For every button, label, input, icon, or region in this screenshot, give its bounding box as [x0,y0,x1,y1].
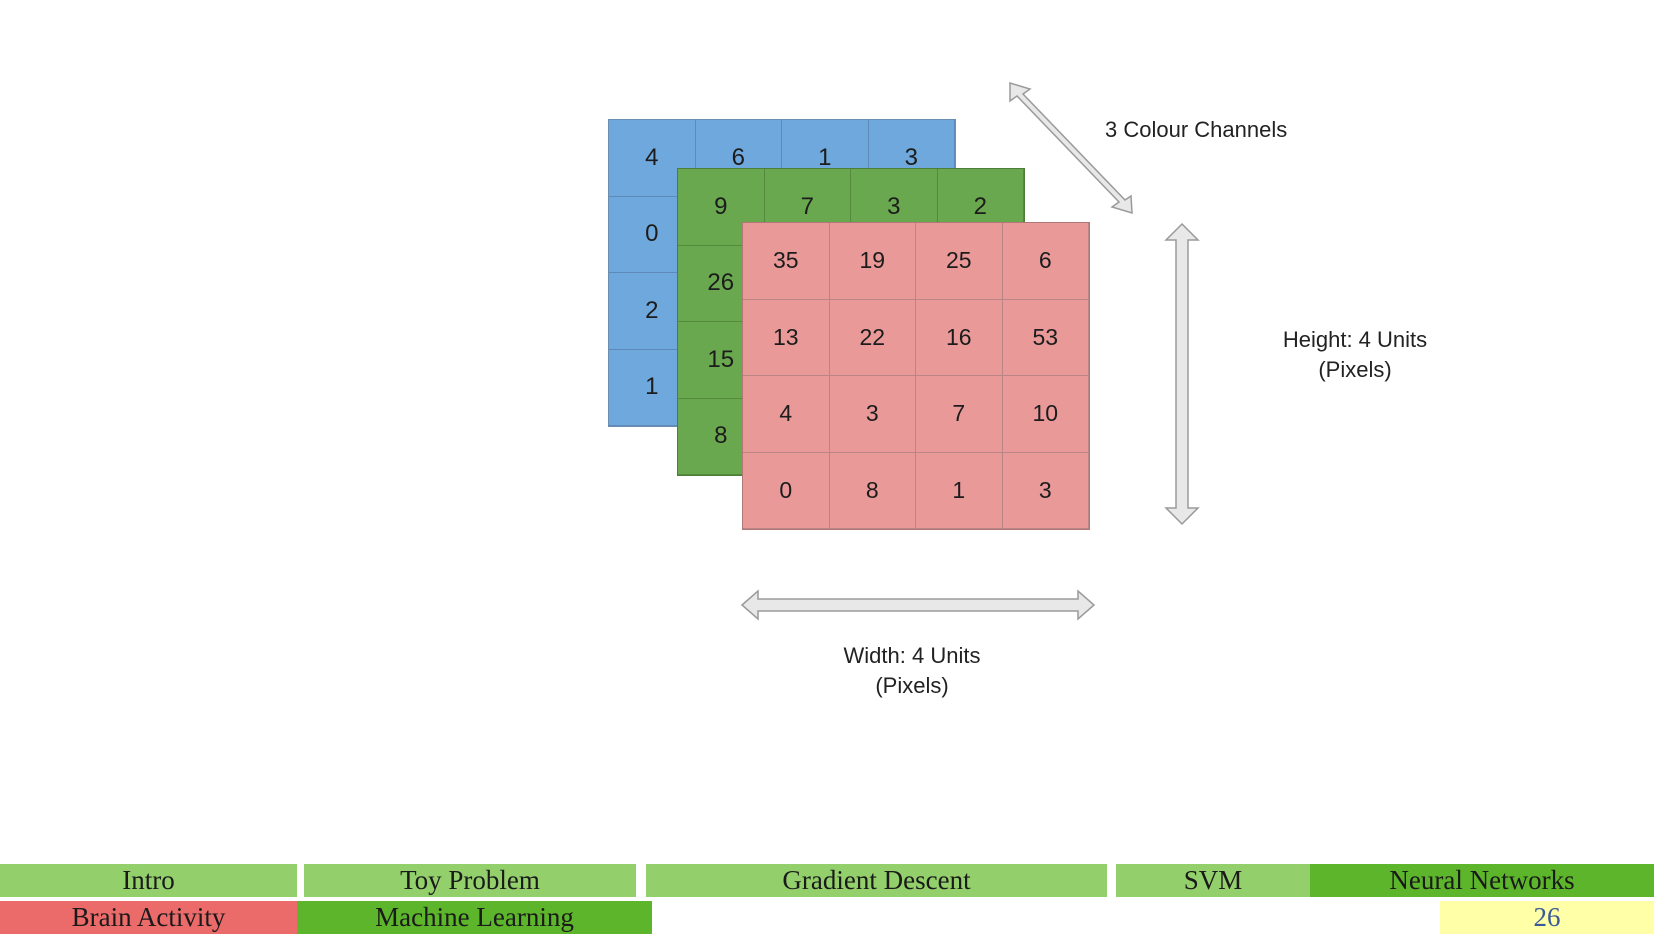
grid-cell: 1 [916,452,1003,529]
grid-cell: 13 [743,299,830,376]
grid-cell: 4 [743,376,830,453]
grid-cell: 22 [829,299,916,376]
nav-parts-row: Brain Activity Machine Learning 26 [0,901,1654,934]
image-tensor-diagram: 4 6 1 3 0 2 1 9 7 3 2 26 15 8 35 [608,81,1470,701]
width-label-line: Width: 4 Units [843,643,981,668]
width-label-line: (Pixels) [875,673,949,698]
nav-item-gradient-descent[interactable]: Gradient Descent [646,864,1107,897]
grid-cell: 9 [678,169,765,246]
nav-item-neural-networks[interactable]: Neural Networks [1310,864,1654,897]
grid-cell: 16 [916,299,1003,376]
grid-cell: 8 [829,452,916,529]
nav-item-svm[interactable]: SVM [1116,864,1310,897]
height-arrow-icon [1164,222,1200,526]
grid-cell: 53 [1002,299,1089,376]
grid-cell: 35 [743,223,830,300]
colour-channels-label: 3 Colour Channels [1105,117,1288,142]
page-number: 26 [1440,901,1654,934]
grid-cell: 3 [829,376,916,453]
red-channel-grid: 35 19 25 6 13 22 16 53 4 3 7 10 0 8 1 3 [742,222,1090,530]
height-label: Height: 4 Units (Pixels) [1240,325,1470,385]
nav-item-machine-learning[interactable]: Machine Learning [297,901,652,934]
nav-item-intro[interactable]: Intro [0,864,297,897]
height-label-line: (Pixels) [1318,357,1392,382]
grid-cell: 7 [916,376,1003,453]
width-arrow-icon [740,589,1096,621]
grid-cell: 25 [916,223,1003,300]
grid-cell: 10 [1002,376,1089,453]
grid-cell: 4 [609,120,696,197]
channel-arrow-icon [1009,81,1133,215]
dimension-arrows [740,81,1200,621]
nav-sections-row: Intro Toy Problem Gradient Descent SVM N… [0,864,1654,897]
section-navigation: Intro Toy Problem Gradient Descent SVM N… [0,864,1654,934]
grid-cell: 0 [743,452,830,529]
grid-cell: 6 [1002,223,1089,300]
width-label: Width: 4 Units (Pixels) [797,641,1027,701]
grid-cell: 3 [1002,452,1089,529]
height-label-line: Height: 4 Units [1282,327,1428,352]
nav-item-toy-problem[interactable]: Toy Problem [304,864,636,897]
grid-cell: 19 [829,223,916,300]
nav-item-brain-activity[interactable]: Brain Activity [0,901,297,934]
